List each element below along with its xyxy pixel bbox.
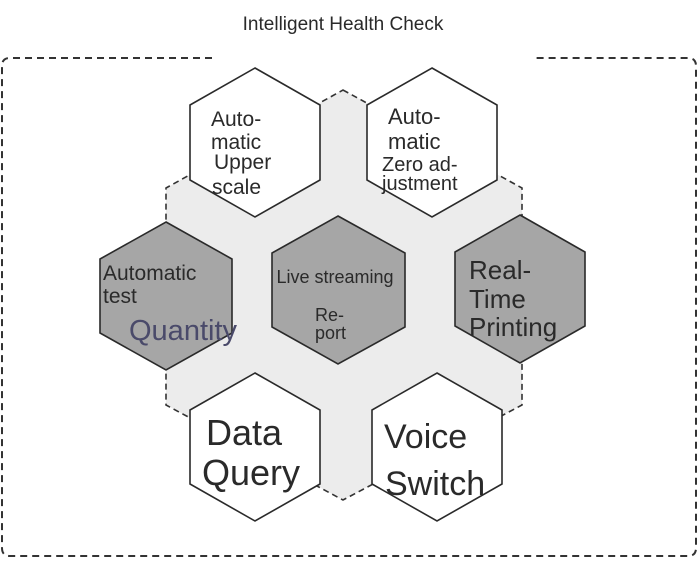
upper-scale-line-2: matic	[211, 131, 261, 154]
real-time-line-1: Real-	[469, 255, 531, 285]
zero-adjust-line-2: matic	[388, 129, 441, 154]
hex-voice-switch	[371, 372, 503, 522]
upper-scale-line-4: scale	[212, 176, 261, 199]
hex-real-time-printing	[454, 214, 586, 364]
zero-adjust-line-3: Zero ad-	[382, 154, 458, 176]
hex-automatic-test	[99, 221, 233, 371]
data-query-line-2: Query	[202, 452, 300, 493]
data-query-line-1: Data	[206, 412, 283, 453]
hex-data-query	[189, 372, 321, 522]
real-time-line-2: Time	[469, 284, 526, 314]
quantity-label: Quantity	[129, 315, 237, 347]
zero-adjust-line-4: justment	[381, 173, 458, 195]
live-report-line-3: port	[315, 323, 346, 343]
real-time-line-3: Printing	[469, 312, 557, 342]
zero-adjust-line-1: Auto-	[388, 104, 441, 129]
live-report-line-1: Live streaming	[276, 267, 393, 287]
outer-frame	[1, 57, 697, 557]
upper-scale-line-1: Auto-	[211, 108, 261, 131]
auto-test-line-1: Automatic	[103, 262, 196, 285]
diagram-title: Intelligent Health Check	[243, 14, 444, 35]
hex-live-streaming-report	[271, 215, 406, 365]
auto-test-line-2: test	[103, 285, 137, 308]
hex-zero-adjustment	[366, 67, 498, 218]
voice-switch-line-2: Switch	[385, 465, 485, 503]
voice-switch-line-1: Voice	[384, 418, 467, 456]
upper-scale-line-3: Upper	[214, 151, 271, 174]
live-report-line-2: Re-	[315, 305, 344, 325]
hex-upper-scale	[189, 67, 321, 218]
